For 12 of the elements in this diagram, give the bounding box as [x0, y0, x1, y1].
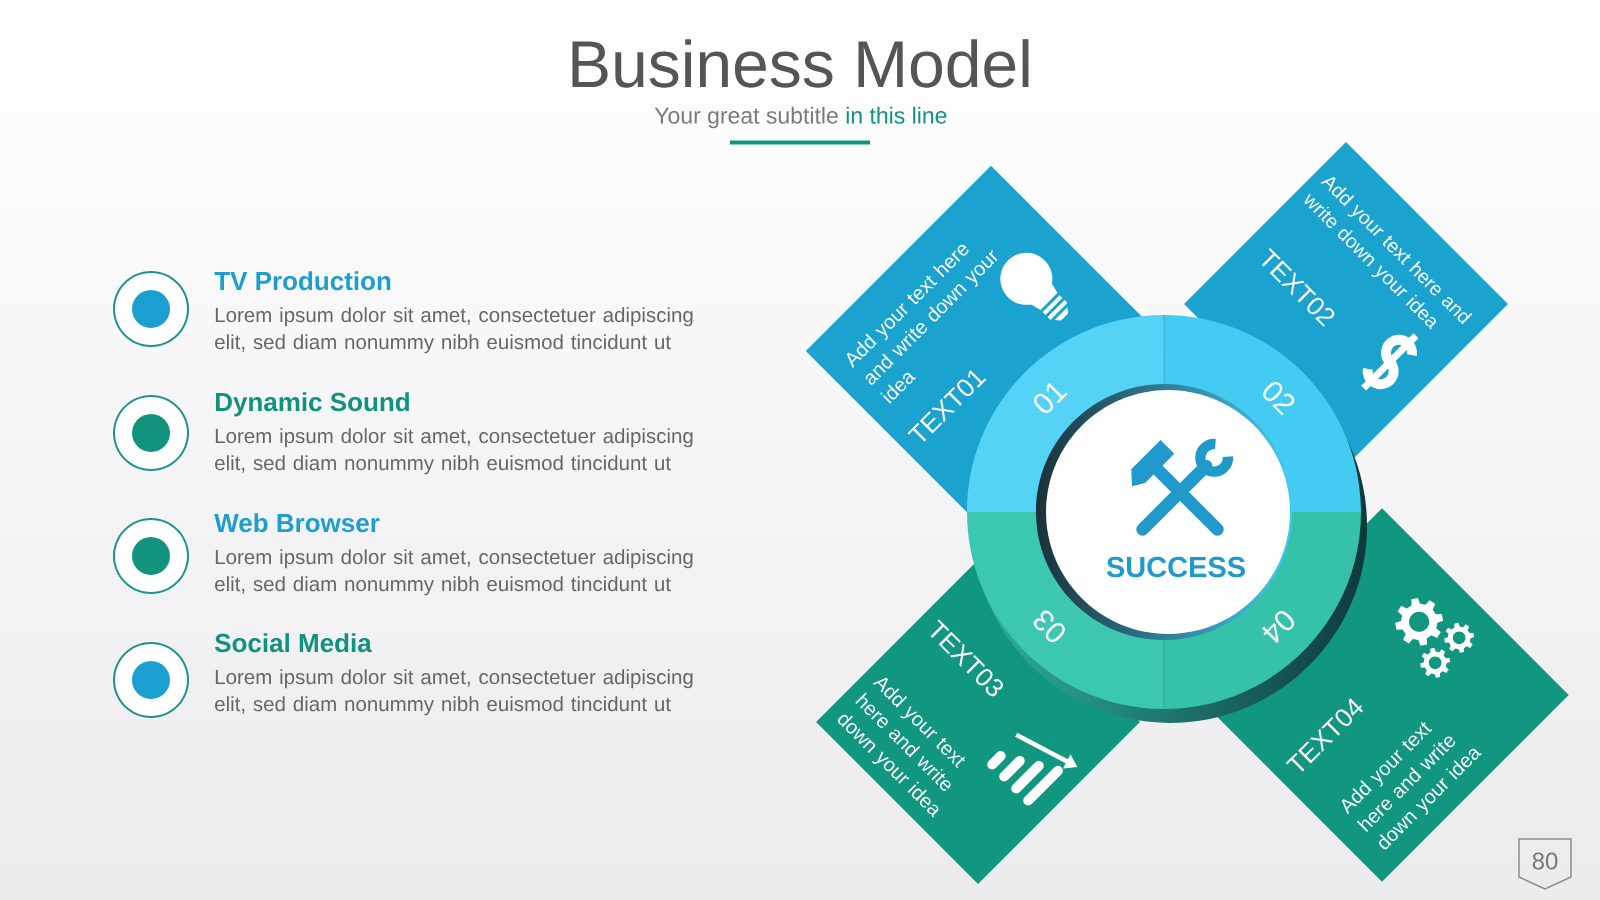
item-description: Lorem ipsum dolor sit amet, consectetuer adipiscing elit, sed diam nonummy nibh euismod tincidunt ut	[215, 549, 693, 596]
subtitle: Your great subtitle	[654, 106, 838, 129]
item-description: Lorem ipsum dolor sit amet, consectetuer adipiscing elit, sed diam nonummy nibh euismod tincidunt ut	[215, 307, 693, 354]
item-heading: Social Media	[214, 633, 372, 653]
item-description: Lorem ipsum dolor sit amet, consectetuer adipiscing elit, sed diam nonummy nibh euismod tincidunt ut	[215, 428, 693, 475]
item-heading: Web Browser	[214, 513, 380, 533]
item-heading: TV Production	[214, 271, 391, 291]
page-number: 80	[1518, 838, 1572, 890]
item-heading: Dynamic Sound	[215, 392, 409, 417]
item-description: Lorem ipsum dolor sit amet, consectetuer adipiscing elit, sed diam nonummy nibh euismod tincidunt ut	[215, 669, 693, 716]
subtitle-highlight: in this line	[846, 106, 947, 124]
title: Business Model	[572, 39, 1029, 88]
